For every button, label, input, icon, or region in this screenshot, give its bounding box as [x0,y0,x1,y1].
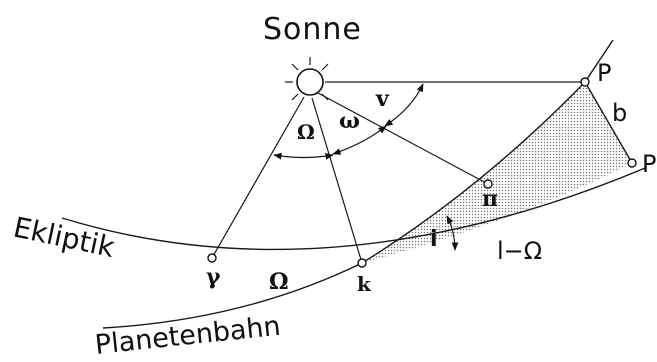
planet-orbit-curve [102,39,614,329]
sun-to-k-line [311,97,363,264]
sun-icon [285,57,329,101]
point-pi [483,179,493,189]
point-p [580,77,590,87]
point-k [357,258,367,268]
angle-arc-v [384,83,424,127]
angle-arc-Omega [273,152,334,160]
label-p-prime: P [642,150,656,178]
label-i: i [430,227,438,252]
point-gamma [207,253,217,263]
ecliptic-curve [61,167,646,251]
label-Omega-arc: Ω [269,269,289,295]
angle-arc-i [446,215,459,251]
label-pi: π [482,186,498,212]
label-Omega-angle: Ω [297,120,315,144]
point-p-prime [627,158,637,168]
label-k: k [357,272,372,296]
sun-to-pi-line [317,92,489,185]
label-v: v [375,86,390,112]
label-sun: Sonne [263,12,362,47]
label-omega: ω [339,108,360,134]
label-gamma: γ [206,264,221,290]
label-l-minus-Omega: l−Ω [497,237,542,265]
side-p-p-prime [584,81,633,164]
label-b: b [612,99,627,127]
sun-to-gamma-line [211,96,305,259]
label-p: P [597,59,611,87]
angle-arc-omega [332,125,387,155]
